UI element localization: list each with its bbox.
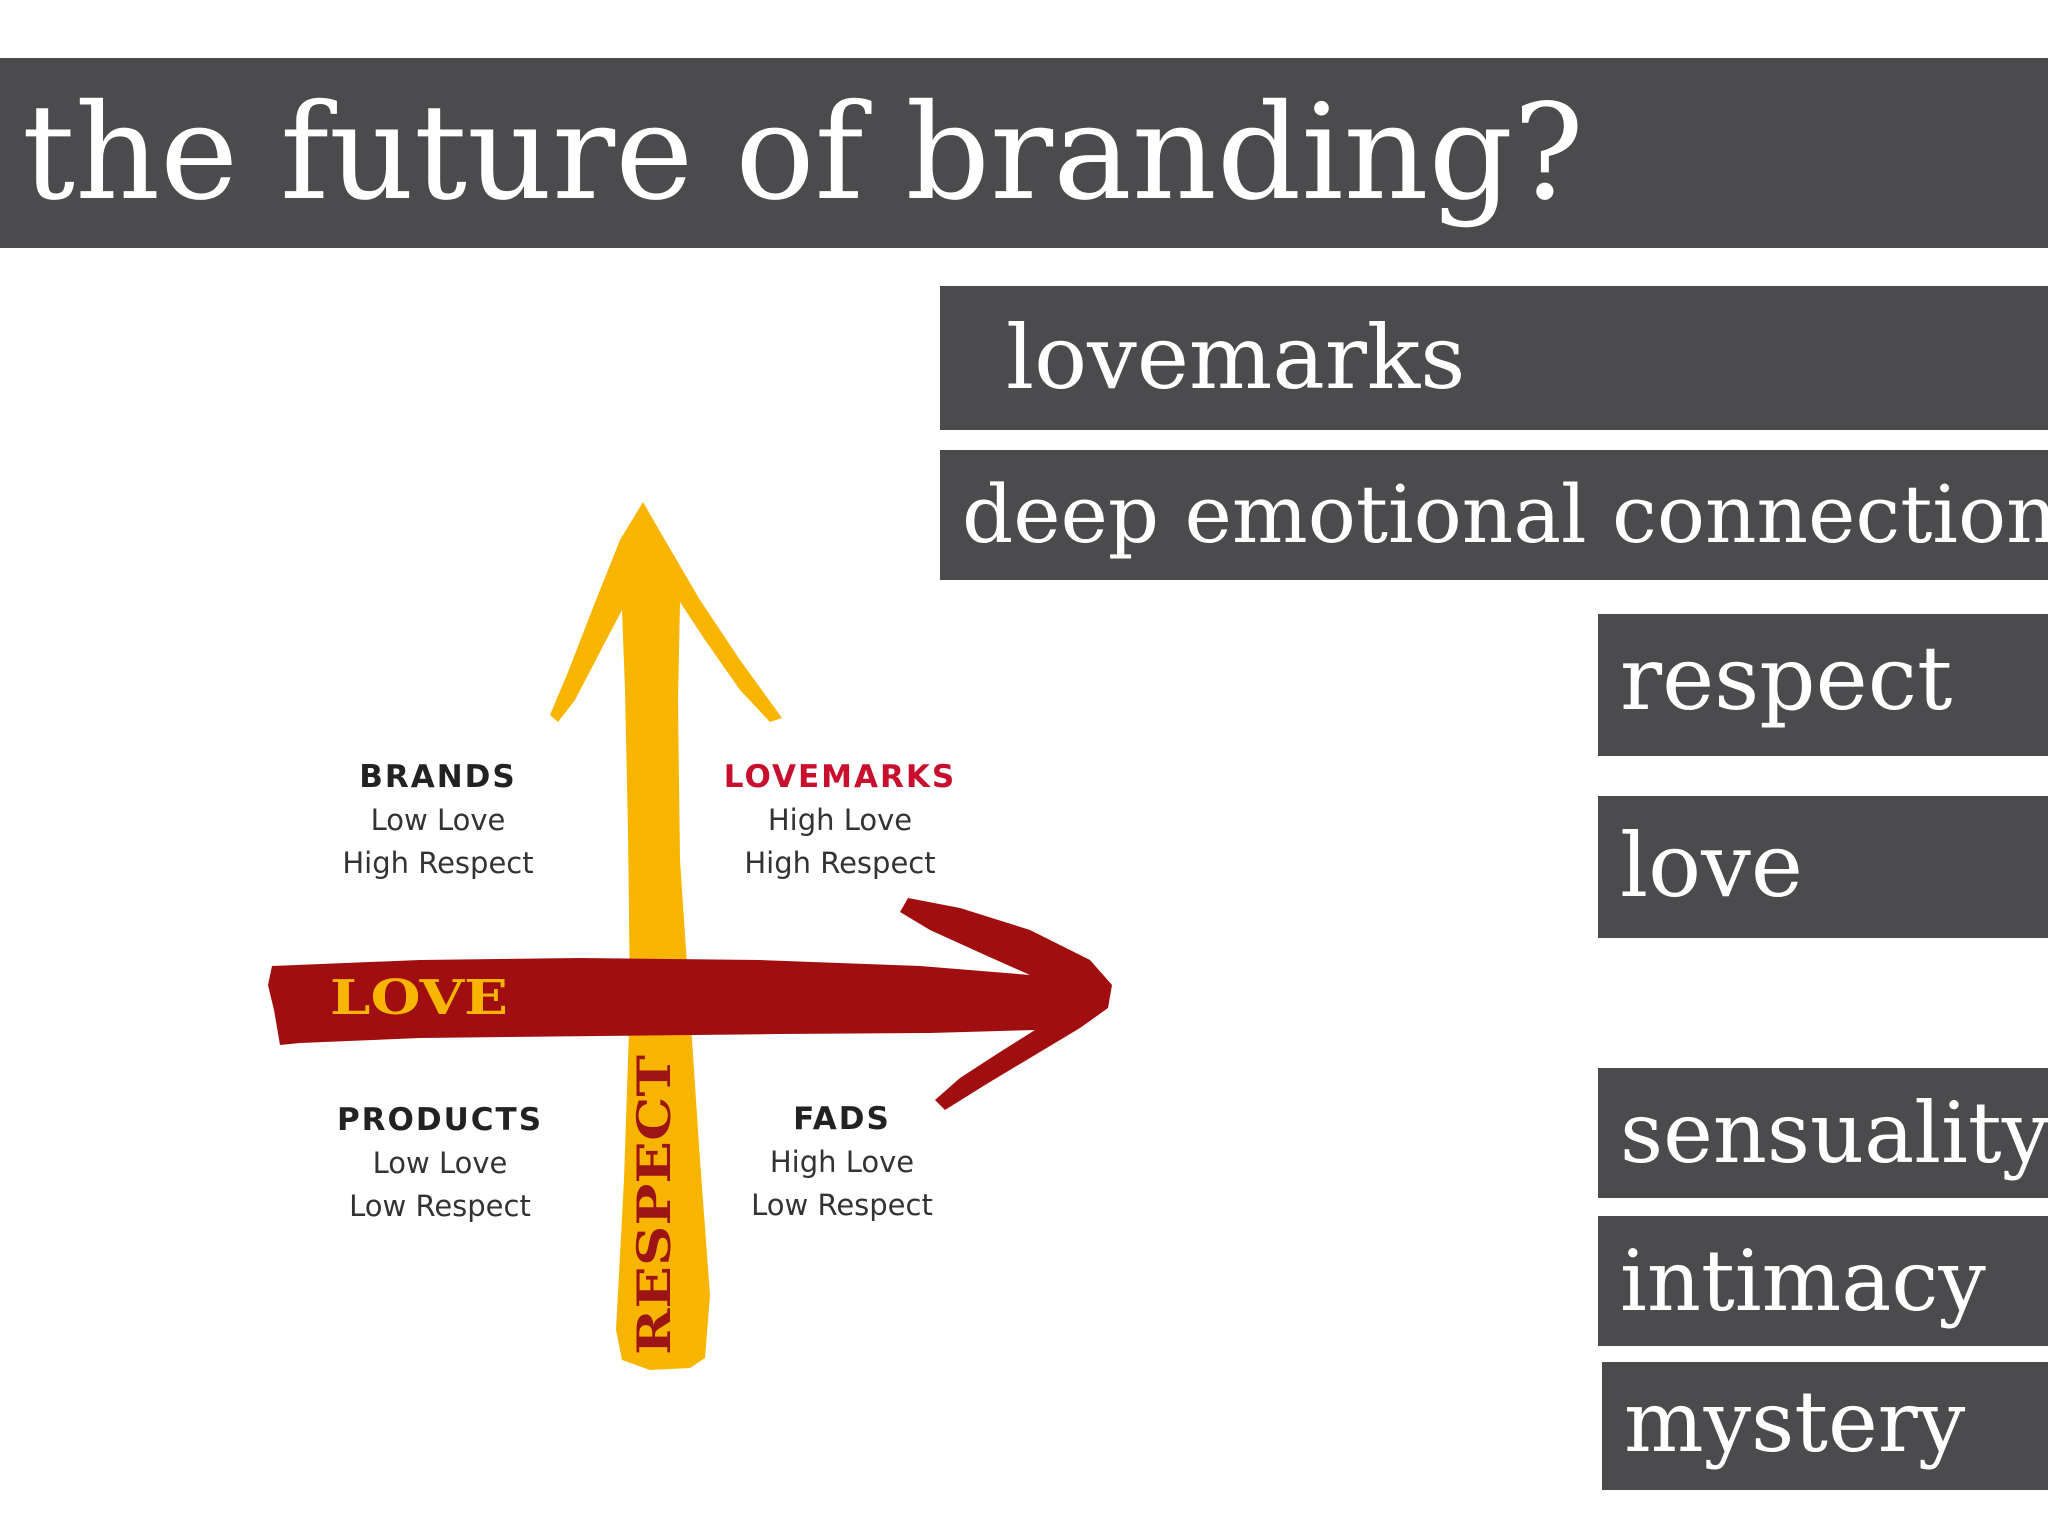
keyword-mystery: mystery: [1602, 1362, 2048, 1490]
keyword-deep-emotional-connection: deep emotional connection: [940, 450, 2048, 580]
quadrant-fads-line2: Low Respect: [751, 1188, 933, 1222]
respect-axis-label: RESPECT: [627, 1055, 681, 1355]
quadrant-fads-heading: FADS: [793, 1101, 891, 1137]
quadrant-brands-heading: BRANDS: [359, 759, 517, 795]
quadrant-fads-line1: High Love: [770, 1145, 914, 1179]
quadrant-lovemarks-line2: High Respect: [744, 846, 935, 880]
quadrant-lovemarks-line1: High Love: [768, 803, 912, 837]
keyword-respect: respect: [1598, 614, 2048, 756]
slide-title: the future of branding?: [0, 58, 2048, 248]
quadrant-products-line2: Low Respect: [349, 1189, 531, 1223]
quadrant-brands-line1: Low Love: [371, 803, 506, 837]
love-arrow: [268, 898, 1112, 1110]
quadrant-products-line1: Low Love: [373, 1146, 508, 1180]
keyword-lovemarks: lovemarks: [940, 286, 2048, 430]
respect-arrow: [550, 502, 782, 1370]
keyword-sensuality: sensuality: [1598, 1068, 2048, 1198]
quadrant-brands-line2: High Respect: [342, 846, 533, 880]
keyword-love: love: [1598, 796, 2048, 938]
quadrant-products-heading: PRODUCTS: [337, 1102, 543, 1138]
love-axis-label: LOVE: [330, 970, 508, 1026]
quadrant-lovemarks-heading: LOVEMARKS: [724, 759, 956, 795]
keyword-intimacy: intimacy: [1598, 1216, 2048, 1346]
